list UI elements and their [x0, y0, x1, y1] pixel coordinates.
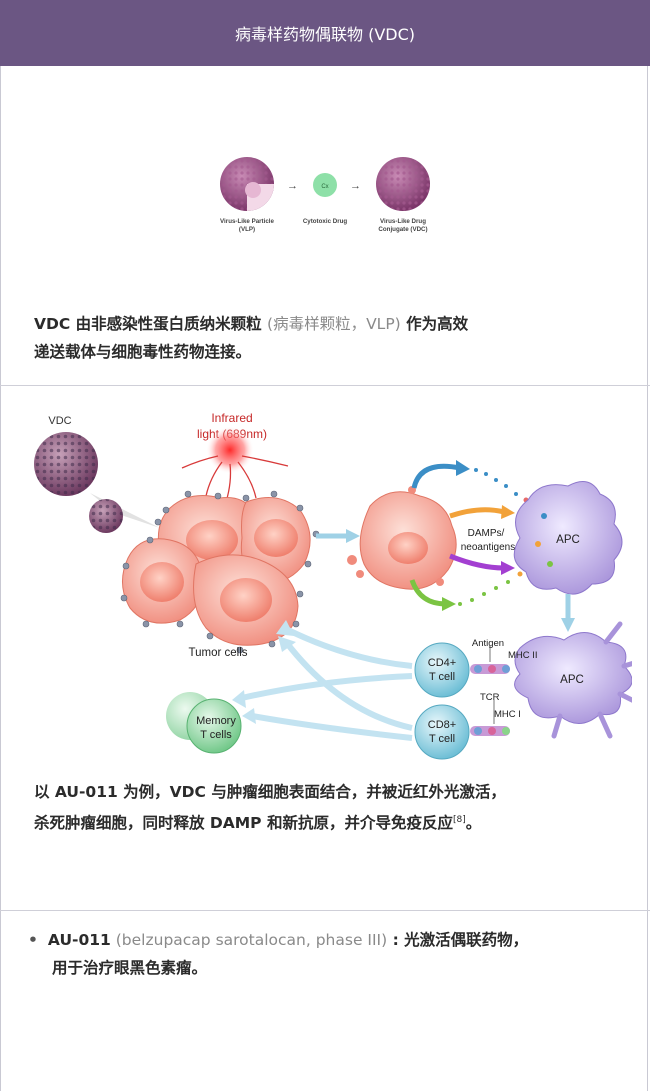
section1-text: VDC 由非感染性蛋白质纳米颗粒 (病毒样颗粒，VLP) 作为高效 递送载体与细…: [34, 310, 468, 366]
vdc-label-line1: Virus-Like Drug: [380, 218, 426, 225]
section1-line1-c: 作为高效: [400, 315, 469, 333]
vlp-label-line1: Virus-Like Particle: [220, 218, 274, 225]
arrow-head-2: [561, 618, 575, 632]
apc-bottom-cell: [514, 621, 632, 739]
reference-marker[interactable]: [8]: [452, 815, 466, 825]
return-arrow-heads: [232, 620, 296, 724]
bullet-dot-icon: •: [28, 931, 38, 949]
cd8-label-line1: CD8+: [428, 719, 456, 731]
tcr-label: TCR: [480, 692, 500, 703]
vdc-composition-diagram: → Cx → Virus-Like Particle (VLP) Cytotox…: [220, 157, 430, 233]
page-title: 病毒样药物偶联物 (VDC): [234, 25, 415, 44]
cd4-t-cell: [414, 642, 470, 698]
divider-2: [0, 910, 650, 911]
section2-line1: 以 AU-011 为例，VDC 与肿瘤细胞表面结合，并被近红外光激活，: [34, 783, 506, 801]
tumor-cells-cluster: [120, 490, 320, 654]
vdc-small-icon: [89, 499, 123, 533]
vdc-large-icon: [34, 432, 98, 496]
mhc1-label: MHC I: [494, 709, 521, 720]
dying-tumor-cell: [347, 486, 457, 590]
drug-label: Cytotoxic Drug: [303, 218, 348, 225]
release-arrows: [409, 460, 515, 611]
bullet-item: • AU-011 (belzupacap sarotalocan, phase I…: [28, 926, 528, 982]
antigen-label: Antigen: [472, 638, 504, 649]
vdc-particle-icon: [376, 157, 430, 211]
cd8-label-line2: T cell: [429, 733, 455, 745]
damps-label-line2: neoantigens: [461, 542, 516, 553]
bullet-drug-name: AU-011: [47, 931, 111, 949]
memory-label-line1: Memory: [196, 715, 236, 727]
bullet-line1-rest: : 光激活偶联药物，: [387, 931, 529, 949]
cytotoxic-drug-icon: Cx: [313, 173, 337, 197]
drug-badge-text: Cx: [321, 184, 328, 190]
apc-bottom-label: APC: [560, 674, 584, 686]
arrow-2-icon: →: [350, 180, 361, 192]
infrared-label-line1: Infrared: [211, 411, 252, 425]
mhc2-label: MHC II: [508, 650, 538, 661]
cd4-label-line1: CD4+: [428, 657, 456, 669]
damps-label-line1: DAMPs/: [468, 528, 505, 539]
memory-t-cells: [166, 692, 242, 754]
cd8-t-cell: [414, 704, 470, 760]
section1-line1-a: VDC 由非感染性蛋白质纳米颗粒: [34, 315, 268, 333]
apc-top-cell: [513, 481, 623, 595]
cd4-label-line2: T cell: [429, 671, 455, 683]
divider-1: [0, 385, 650, 386]
memory-label-line2: T cells: [200, 729, 232, 741]
section2-line2: 杀死肿瘤细胞，同时释放 DAMP 和新抗原，并介导免疫反应: [34, 814, 453, 833]
arrow-1-icon: →: [287, 180, 298, 192]
tumor-cells-label: Tumor cells: [189, 647, 248, 659]
bullet-drug-detail: (belzupacap sarotalocan, phase III): [110, 931, 388, 949]
apc-top-label: APC: [556, 534, 580, 546]
page-header: 病毒样药物偶联物 (VDC): [0, 0, 650, 66]
section1-line2: 递送载体与细胞毒性药物连接。: [34, 343, 252, 361]
receptor-complexes: [470, 646, 510, 736]
infrared-light-icon: [206, 426, 254, 474]
vlp-label-line2: (VLP): [239, 226, 255, 233]
vdc-label: VDC: [48, 415, 71, 427]
vdc-label-line2: Conjugate (VDC): [378, 226, 427, 233]
arrow-head-1: [346, 529, 360, 543]
antigen-dots: [458, 468, 529, 606]
bullet-line2: 用于治疗眼黑色素瘤。: [52, 959, 208, 977]
return-arrows: [241, 627, 413, 741]
section1-line1-b: (病毒样颗粒，VLP): [267, 315, 401, 333]
mechanism-diagram: VDC Infrared light (689nm): [34, 411, 632, 760]
vlp-particle-icon: [220, 157, 274, 211]
section2-text: 以 AU-011 为例，VDC 与肿瘤细胞表面结合，并被近红外光激活， 杀死肿瘤…: [34, 778, 506, 837]
section2-line2-end: 。: [465, 814, 482, 833]
